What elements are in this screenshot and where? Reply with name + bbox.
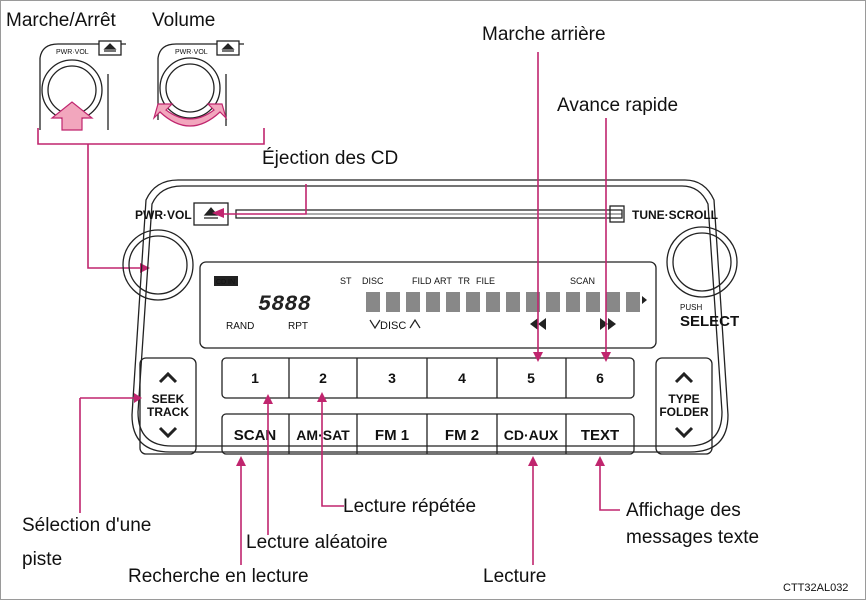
repeat-label: Lecture répétée — [343, 496, 477, 517]
track-label: TRACK — [147, 405, 189, 419]
preset-buttons: 1 2 3 4 5 6 — [251, 370, 604, 386]
disc-indicator: DISC — [362, 276, 384, 286]
preset-button-3[interactable]: 3 — [388, 370, 396, 386]
eject-callout-arrowhead — [212, 208, 224, 218]
seek-down-icon — [158, 426, 178, 439]
rotate-arrow-icon — [152, 103, 228, 127]
scan-button[interactable]: SCAN — [234, 427, 277, 444]
seek-label: SEEK — [152, 392, 185, 406]
fast-forward-indicator-icon — [600, 318, 616, 330]
lcd-display: CD IN 5888 ST DISC FILD ART TR FILE SCAN… — [214, 276, 647, 332]
cd-aux-button[interactable]: CD·AUX — [504, 427, 559, 443]
fm1-button[interactable]: FM 1 — [375, 427, 409, 444]
text-display-label-line1: Affichage des — [626, 500, 741, 521]
cd-in-indicator: CD IN — [216, 279, 235, 286]
track-select-label-line1: Sélection d'une — [22, 515, 152, 536]
play-label: Lecture — [483, 566, 547, 587]
track-select-label-line2: piste — [22, 549, 63, 570]
callout-lines — [79, 52, 620, 565]
function-buttons: SCAN AM·SAT FM 1 FM 2 CD·AUX TEXT — [234, 427, 619, 444]
art-indicator: ART — [434, 276, 452, 286]
eject-label: Éjection des CD — [262, 148, 399, 169]
type-up-icon — [674, 371, 694, 384]
scan-indicator: SCAN — [570, 276, 595, 286]
fast-forward-label: Avance rapide — [557, 95, 679, 116]
fm2-button[interactable]: FM 2 — [445, 427, 479, 444]
disc-nav-indicator: DISC — [380, 320, 406, 332]
text-button[interactable]: TEXT — [581, 427, 619, 444]
volume-label: Volume — [152, 10, 216, 31]
preset-button-1[interactable]: 1 — [251, 370, 259, 386]
eject-icon — [203, 207, 219, 219]
push-label: PUSH — [680, 303, 702, 312]
fild-indicator: FILD — [412, 276, 432, 286]
pwr-vol-label: PWR·VOL — [135, 208, 192, 222]
rpt-indicator: RPT — [288, 321, 308, 332]
press-arrow-icon — [50, 101, 94, 131]
tr-indicator: TR — [458, 276, 470, 286]
seek-up-icon — [158, 371, 178, 384]
rewind-label: Marche arrière — [482, 24, 606, 45]
type-label: TYPE — [668, 392, 699, 406]
power-label: Marche/Arrêt — [6, 10, 116, 31]
radio-unit — [122, 179, 738, 455]
select-label: SELECT — [680, 313, 739, 330]
knob-callout — [37, 128, 265, 269]
random-label: Lecture aléatoire — [246, 532, 388, 553]
preset-button-4[interactable]: 4 — [458, 370, 466, 386]
callout-arrowheads — [134, 352, 611, 466]
am-sat-button[interactable]: AM·SAT — [296, 427, 350, 443]
file-indicator: FILE — [476, 276, 495, 286]
rand-indicator: RAND — [226, 321, 254, 332]
dot-matrix-segments — [366, 292, 640, 312]
disc-number-digits: 5888 — [258, 292, 311, 317]
volume-knob-label: PWR·VOL — [175, 49, 208, 56]
st-indicator: ST — [340, 276, 352, 286]
power-knob-label: PWR·VOL — [56, 49, 89, 56]
folder-label: FOLDER — [659, 405, 709, 419]
folder-down-icon — [674, 426, 694, 439]
figure-code: CTT32AL032 — [783, 582, 849, 594]
preset-button-5[interactable]: 5 — [527, 370, 535, 386]
tune-scroll-label: TUNE·SCROLL — [632, 208, 718, 222]
text-display-label-line2: messages texte — [626, 527, 760, 548]
scan-label: Recherche en lecture — [128, 566, 309, 587]
preset-button-6[interactable]: 6 — [596, 370, 604, 386]
preset-button-2[interactable]: 2 — [319, 370, 327, 386]
